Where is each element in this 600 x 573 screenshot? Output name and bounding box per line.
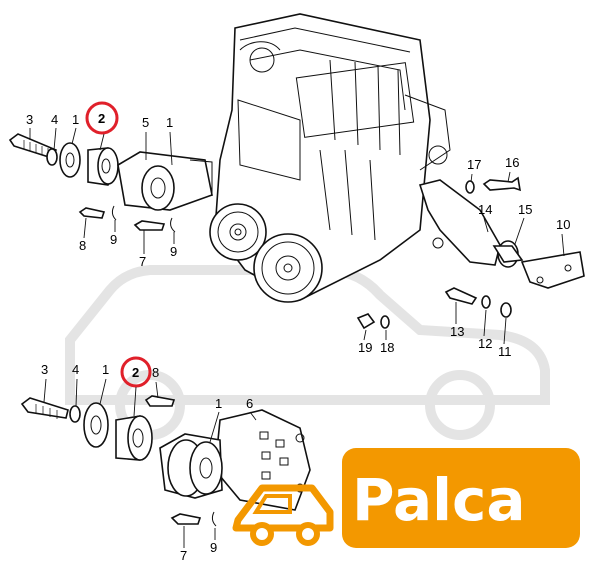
callout-14: 14 (478, 202, 492, 217)
washer-9-top-right (170, 217, 176, 233)
callout-8-bottom: 8 (152, 365, 159, 380)
washer-12 (481, 295, 491, 309)
callout-9-top-right: 9 (170, 244, 177, 259)
callout-1-top-left: 1 (72, 112, 79, 127)
callout-13: 13 (450, 324, 464, 339)
callout-12: 12 (478, 336, 492, 351)
bolt-3-bottom (20, 397, 69, 419)
bolt-16 (482, 176, 522, 192)
bolt-7-bottom (170, 513, 202, 525)
washer-17 (465, 180, 475, 194)
washer-11 (500, 302, 512, 318)
callout-1-bottom-right: 1 (215, 396, 222, 411)
callout-6: 6 (246, 396, 253, 411)
callouts-bottom: 3 4 1 2 8 1 6 7 9 (41, 356, 257, 563)
car-icon (232, 484, 334, 546)
callout-16: 16 (505, 155, 519, 170)
mount-5-top (117, 151, 213, 211)
nut-19 (356, 313, 376, 330)
bracket-6 (214, 409, 311, 511)
callout-5-top: 5 (142, 115, 149, 130)
callouts-top: 3 4 1 2 5 1 8 9 7 9 17 16 14 15 10 13 12… (26, 101, 570, 359)
engine-block (214, 13, 451, 301)
callout-3-top: 3 (26, 112, 33, 127)
buffer-15 (492, 240, 524, 268)
washer-9-top-left (111, 205, 117, 221)
callout-11: 11 (498, 344, 512, 359)
callout-1-top-right: 1 (166, 115, 173, 130)
plate-1-bottom (83, 402, 109, 448)
callout-4-bottom: 4 (72, 362, 79, 377)
washer-18 (380, 315, 390, 329)
callout-7-bottom: 7 (180, 548, 187, 563)
logo-text: Palca (352, 466, 526, 534)
washer-9-bottom (211, 511, 217, 527)
callout-7-top: 7 (139, 254, 146, 269)
palca-logo: Palca (232, 448, 580, 548)
logo-badge (342, 448, 580, 548)
bushing-2-bottom (115, 415, 153, 461)
bracket-14 (418, 179, 501, 266)
callout-9-bottom: 9 (210, 540, 217, 555)
callout-17: 17 (467, 157, 481, 172)
callout-15: 15 (518, 202, 532, 217)
callout-10: 10 (556, 217, 570, 232)
callout-2-top: 2 (98, 111, 105, 126)
callout-19: 19 (358, 340, 372, 355)
washer-4-top (46, 148, 58, 166)
highlight-ring-bottom (120, 356, 152, 388)
highlight-ring-top (85, 101, 119, 135)
bolt-8-top (78, 207, 106, 219)
crank-pulley-upper (209, 203, 267, 261)
washer-4-bottom (69, 405, 81, 423)
callout-3-bottom: 3 (41, 362, 48, 377)
callout-4-top: 4 (51, 112, 58, 127)
bolt-13 (444, 287, 478, 305)
bolt-7-top (133, 220, 166, 231)
callout-8-top: 8 (79, 238, 86, 253)
crank-pulley-lower (253, 233, 323, 303)
bushing-2-top (87, 147, 119, 186)
bracket-10 (520, 251, 585, 289)
callout-9-top-left: 9 (110, 232, 117, 247)
callout-2-bottom: 2 (132, 365, 139, 380)
callout-1-bottom-left: 1 (102, 362, 109, 377)
callout-18: 18 (380, 340, 394, 355)
plate-1-top (59, 142, 81, 178)
mount-1-bottom (159, 433, 223, 499)
bolt-8-bottom (144, 395, 176, 407)
